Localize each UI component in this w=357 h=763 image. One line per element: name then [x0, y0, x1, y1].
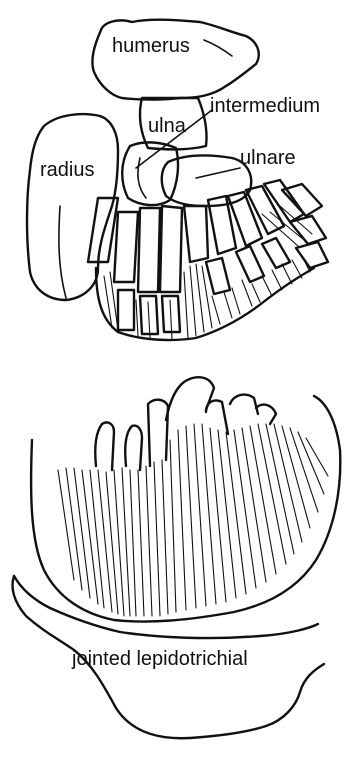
radial-10	[282, 184, 322, 216]
distal-segment-6	[262, 238, 290, 268]
ulnare-leader-line	[196, 168, 240, 178]
distal-segment-4	[206, 258, 230, 294]
lower-fin	[13, 377, 341, 738]
radius-label: radius	[40, 159, 94, 181]
intermedium-bone	[122, 142, 178, 205]
fin-radial-1	[95, 422, 114, 470]
humerus-notch	[204, 40, 232, 56]
humerus-label: humerus	[112, 35, 190, 57]
radial-3	[138, 208, 160, 292]
radial-1	[88, 198, 118, 262]
ulnare-label: ulnare	[240, 147, 296, 169]
fin-radial-3	[148, 400, 168, 466]
fin-inner-outline	[14, 576, 318, 638]
radius-edge-line	[59, 206, 66, 298]
radial-2	[114, 212, 138, 282]
radial-4	[160, 206, 182, 292]
radial-5	[184, 206, 208, 262]
fin-ray-hatching	[58, 424, 328, 616]
ulnare-bone	[162, 155, 251, 206]
fin-radial-2	[125, 426, 142, 470]
humerus-bone	[92, 20, 258, 100]
fin-radial-5	[206, 400, 228, 434]
radial-12	[296, 242, 328, 268]
distal-segment-1	[118, 290, 134, 330]
fin-radial-4	[166, 377, 214, 420]
intermedium-label: intermedium	[210, 95, 320, 117]
ulna-label: ulna	[148, 115, 187, 137]
distal-segment-5	[236, 246, 264, 282]
fin-radial-6	[230, 395, 258, 414]
jointed-lepidotrichial-label: jointed lepidotrichial	[71, 648, 248, 670]
radius-bone	[27, 114, 118, 300]
